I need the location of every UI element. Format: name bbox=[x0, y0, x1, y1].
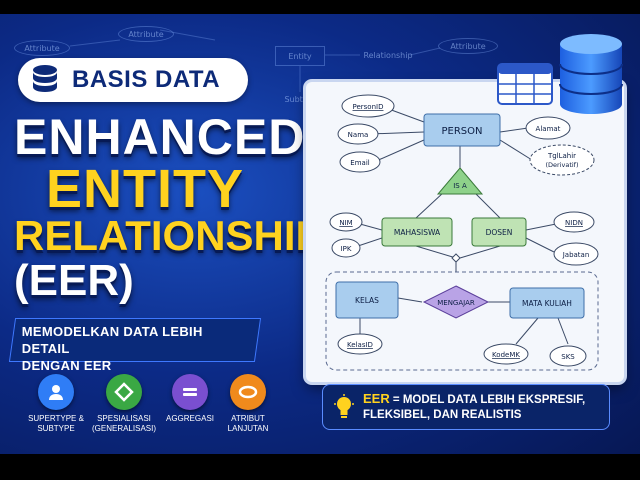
attr-jabatan bbox=[553, 242, 599, 266]
entity-dosen bbox=[471, 217, 527, 247]
eer-line-1: = MODEL DATA LEBIH EKSPRESIF, bbox=[389, 394, 586, 406]
bg-relationship: Relationship bbox=[363, 50, 413, 60]
equals-icon bbox=[172, 374, 208, 410]
attr-email-label: Email bbox=[350, 159, 369, 167]
isa-triangle bbox=[436, 167, 484, 195]
user-icon bbox=[38, 374, 74, 410]
basis-data-badge: BASIS DATA bbox=[18, 58, 248, 102]
diamond-icon bbox=[106, 374, 142, 410]
title-line-2: ENTITY bbox=[46, 159, 245, 219]
feature-spesialisasi: SPESIALISASI(GENERALISASI) bbox=[84, 374, 164, 434]
title-line-1: ENHANCED bbox=[14, 109, 306, 165]
table-grid-icon bbox=[497, 63, 553, 105]
bottom-letterbox bbox=[0, 454, 640, 480]
bg-attribute-1: Attribute bbox=[14, 40, 70, 56]
ellipse-icon bbox=[230, 374, 266, 410]
bg-entity: Entity bbox=[275, 46, 325, 66]
entity-person bbox=[423, 113, 501, 147]
eer-diagram-board: PERSON PersonID Nama Email Alamat TglLah… bbox=[306, 82, 624, 382]
entity-mahasiswa-label: MAHASISWA bbox=[394, 228, 441, 237]
database-cylinder-icon bbox=[559, 34, 623, 114]
isa-label: IS A bbox=[453, 182, 467, 190]
feature-label: ATRIBUT bbox=[231, 414, 265, 423]
aggregation-box bbox=[325, 271, 599, 371]
entity-kelas bbox=[335, 281, 399, 319]
feature-label: LANJUTAN bbox=[227, 424, 269, 433]
feature-label: AGGREGASI bbox=[165, 414, 214, 423]
feature-aggregasi: AGGREGASI bbox=[150, 374, 230, 424]
attr-tgllahir bbox=[529, 144, 595, 176]
title-line-3: RELATIONSHIP bbox=[14, 212, 324, 259]
attr-jabatan-label: Jabatan bbox=[562, 251, 590, 259]
attr-kodemk bbox=[483, 343, 529, 365]
feature-label: SUPERTYPE & bbox=[28, 414, 84, 423]
attr-nama bbox=[337, 123, 379, 145]
relation-mengajar-label: MENGAJAR bbox=[437, 299, 475, 307]
eer-line-2: FLEKSIBEL, DAN REALISTIS bbox=[363, 409, 522, 421]
eer-diagram: PERSON PersonID Nama Email Alamat TglLah… bbox=[325, 94, 599, 371]
entity-matakuliah bbox=[509, 287, 585, 319]
attr-kelasid-label: KelasID bbox=[347, 341, 373, 349]
attr-sks-label: SKS bbox=[561, 353, 575, 361]
feature-label: (GENERALISASI) bbox=[91, 424, 156, 433]
subtitle-line-1: MEMODELKAN DATA LEBIH DETAIL bbox=[21, 324, 203, 356]
attr-personid-label: PersonID bbox=[353, 103, 384, 111]
attr-tgllahir-label: TglLahir bbox=[547, 152, 576, 160]
entity-person-label: PERSON bbox=[442, 126, 483, 137]
entity-mahasiswa bbox=[381, 217, 453, 247]
entity-matakuliah-label: MATA KULIAH bbox=[522, 299, 572, 308]
database-icon bbox=[33, 65, 57, 92]
bg-attribute-3: Attribute bbox=[438, 38, 498, 54]
title-line-4: (EER) bbox=[14, 256, 134, 305]
attr-alamat-label: Alamat bbox=[536, 125, 561, 133]
feature-label: SUBTYPE bbox=[37, 424, 75, 433]
attr-alamat bbox=[525, 116, 571, 140]
attr-sks bbox=[549, 345, 587, 367]
bg-attribute-2: Attribute bbox=[118, 26, 174, 42]
attr-personid bbox=[341, 94, 395, 118]
relation-mengajar bbox=[422, 285, 490, 319]
entity-dosen-label: DOSEN bbox=[486, 228, 513, 237]
attr-ipk-label: IPK bbox=[341, 245, 352, 253]
eer-key: EER bbox=[363, 391, 390, 406]
subtitle-line-2: DENGAN EER bbox=[21, 358, 112, 373]
attr-kodemk-label: KodeMK bbox=[492, 351, 520, 359]
attr-tgllahir-note: (Derivatif) bbox=[545, 161, 578, 169]
attr-nim bbox=[329, 212, 363, 232]
bg-subtype: Subtype bbox=[284, 94, 318, 104]
feature-supertype: SUPERTYPE &SUBTYPE bbox=[16, 374, 96, 434]
top-letterbox bbox=[0, 0, 640, 14]
subtitle-banner: MEMODELKAN DATA LEBIH DETAIL DENGAN EER bbox=[8, 318, 262, 373]
attr-nim-label: NIM bbox=[339, 219, 352, 227]
entity-kelas-label: KELAS bbox=[355, 296, 379, 305]
attr-nidn bbox=[553, 211, 595, 233]
attr-kelasid bbox=[337, 333, 383, 355]
attr-ipk bbox=[331, 238, 361, 258]
badge-text: BASIS DATA bbox=[72, 66, 221, 93]
attr-nidn-label: NIDN bbox=[565, 219, 583, 227]
feature-label: SPESIALISASI bbox=[97, 414, 151, 423]
lightbulb-icon bbox=[334, 394, 354, 418]
attr-nama-label: Nama bbox=[348, 131, 369, 139]
attr-email bbox=[339, 151, 381, 173]
eer-definition-box: EER = MODEL DATA LEBIH EKSPRESIF, FLEKSI… bbox=[322, 384, 610, 430]
